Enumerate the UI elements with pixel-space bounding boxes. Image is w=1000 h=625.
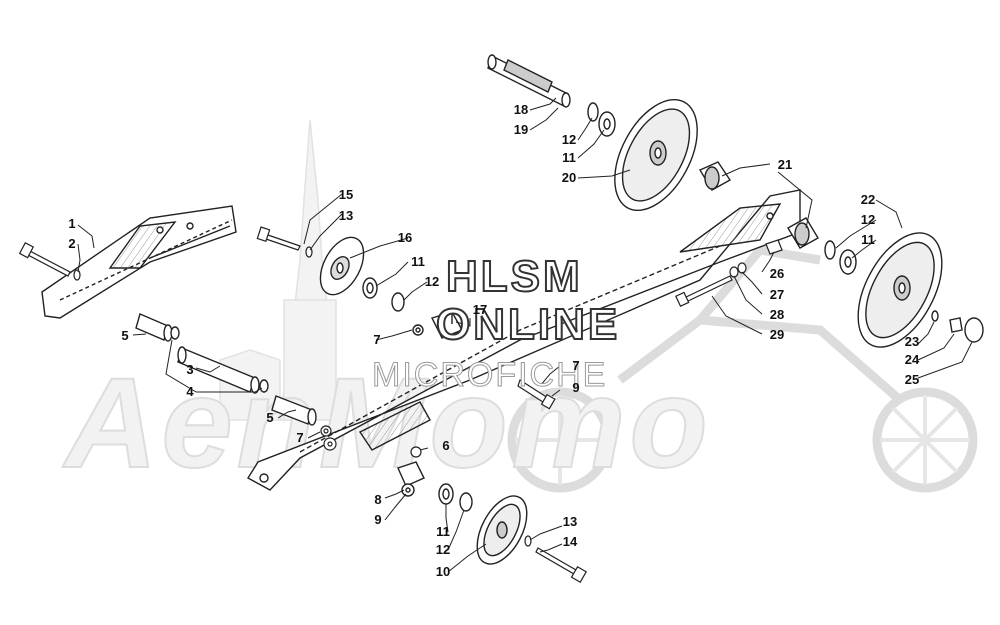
spacer-tube-upper — [135, 313, 173, 342]
hub-adapter-21-left — [698, 161, 732, 191]
bearing-upper-left — [362, 277, 405, 312]
callout-13-lower: 13 — [562, 514, 578, 529]
callout-11-top: 11 — [562, 150, 576, 165]
callout-9-lower: 9 — [374, 512, 382, 527]
callout-11-right: 11 — [861, 232, 875, 247]
callout-22: 22 — [860, 192, 876, 207]
axle-block-17 — [412, 311, 463, 339]
nuts-7-lower — [320, 425, 422, 458]
callout-28: 28 — [769, 307, 785, 322]
callout-19: 19 — [513, 122, 529, 137]
o-rings — [170, 326, 269, 393]
callout-12-right: 12 — [860, 212, 876, 227]
callout-12-top: 12 — [561, 132, 577, 147]
callout-23: 23 — [904, 334, 920, 349]
callout-20: 20 — [561, 170, 577, 185]
watermark-line-3: MICROFICHE — [371, 356, 608, 395]
right-slide-rail — [247, 189, 801, 491]
callout-5-lower: 5 — [266, 410, 274, 425]
callout-16: 16 — [397, 230, 413, 245]
callout-3: 3 — [186, 362, 194, 377]
callout-26: 26 — [769, 266, 785, 281]
cap-25 — [931, 310, 984, 343]
callout-7-mid: 7 — [572, 358, 580, 373]
callout-25: 25 — [904, 372, 920, 387]
callout-15: 15 — [338, 187, 354, 202]
callout-13-upper: 13 — [338, 208, 354, 223]
axle-block-lower — [397, 461, 425, 497]
snap-ring-right — [824, 240, 857, 275]
cross-shaft — [177, 346, 260, 394]
callout-2: 2 — [68, 236, 76, 251]
spacer-tube-lower — [271, 395, 317, 426]
callout-5-upper: 5 — [121, 328, 129, 343]
watermark-line-1: HLSM — [445, 251, 583, 302]
bearing-lower — [438, 483, 473, 512]
callout-24: 24 — [904, 352, 920, 367]
callout-10: 10 — [435, 564, 451, 579]
callout-9-mid: 9 — [572, 380, 580, 395]
callout-12-upper-left: 12 — [424, 274, 440, 289]
callout-7-upper: 7 — [373, 332, 381, 347]
large-idler-wheel-20 — [614, 98, 698, 212]
callout-1: 1 — [68, 216, 76, 231]
idler-wheel-small-upper — [319, 236, 365, 296]
spacer-26 — [729, 239, 783, 278]
bolt-14 — [524, 535, 588, 584]
callout-8: 8 — [374, 492, 382, 507]
callout-6: 6 — [442, 438, 450, 453]
watermark-line-2: ONLINE — [435, 299, 621, 350]
callout-18: 18 — [513, 102, 529, 117]
bolt-9-mid — [517, 379, 556, 410]
bolt-1 — [18, 242, 81, 281]
left-slide-rail — [41, 205, 237, 319]
callout-29: 29 — [769, 327, 785, 342]
bolt-15 — [256, 226, 313, 258]
idler-wheel-small-lower — [476, 495, 528, 565]
callout-11-upper-left: 11 — [411, 254, 425, 269]
snap-ring-upper — [587, 102, 616, 137]
hub-adapter-21-right — [787, 217, 819, 249]
callout-4: 4 — [186, 384, 194, 399]
large-idler-wheel-22 — [857, 232, 943, 348]
callout-12-lower: 12 — [435, 542, 451, 557]
callout-27: 27 — [769, 287, 785, 302]
callout-7-lower: 7 — [296, 430, 304, 445]
callout-17: 17 — [472, 302, 488, 317]
leader-lines — [77, 97, 973, 573]
callout-14: 14 — [562, 534, 578, 549]
rear-axle-shaft — [487, 54, 571, 108]
bolt-29 — [675, 275, 733, 308]
callout-11-lower: 11 — [436, 524, 450, 539]
callout-21: 21 — [777, 157, 793, 172]
